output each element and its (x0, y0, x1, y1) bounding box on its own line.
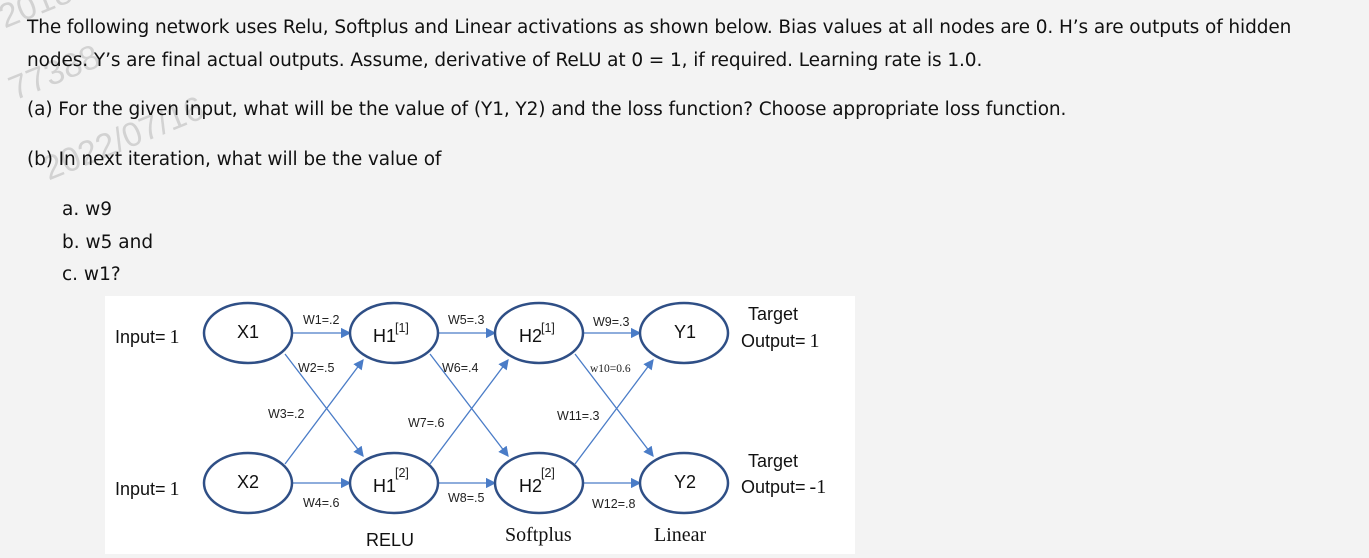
node-h2-2-sup: [2] (541, 466, 555, 480)
weight-w10: w10=0.6 (590, 363, 631, 375)
node-y2-label: Y2 (674, 472, 696, 492)
edge-w10 (574, 353, 654, 458)
target-2-line-1: Target (748, 451, 798, 471)
sub-item-w9: a. w9 (62, 199, 112, 220)
weight-w5: W5=.3 (448, 313, 485, 327)
node-x1-label: X1 (237, 322, 259, 342)
node-h1-1-label: H1 (373, 326, 396, 346)
weight-w6: W6=.4 (442, 361, 479, 375)
edge-w3 (284, 358, 364, 465)
question-intro-line-2: nodes. Y’s are final actual outputs. Ass… (27, 50, 983, 71)
weight-w7: W7=.6 (408, 416, 445, 430)
network-diagram: X1 X2 H1 [1] H1 [2] H2 [1] H2 [2] Y1 Y2 … (105, 296, 855, 554)
question-part-a: (a) For the given input, what will be th… (27, 99, 1067, 120)
node-h1-2 (348, 451, 440, 515)
edge-w2 (284, 353, 364, 458)
weight-w1: W1=.2 (303, 313, 340, 327)
node-x1 (202, 301, 294, 365)
edge-w11 (574, 358, 654, 465)
node-h2-2-label: H2 (519, 476, 542, 496)
edge-w6 (429, 353, 509, 458)
node-h2-2 (493, 451, 585, 515)
weight-w2: W2=.5 (298, 361, 335, 375)
weight-w8: W8=.5 (448, 491, 485, 505)
node-h1-1-sup: [1] (395, 321, 409, 335)
node-h1-2-sup: [2] (395, 466, 409, 480)
node-h1-1 (348, 301, 440, 365)
sub-item-w5: b. w5 and (62, 232, 154, 253)
target-1-line-2: Output=1 (741, 330, 820, 352)
weight-w4: W4=.6 (303, 496, 340, 510)
target-2-line-2: Output=-1 (741, 476, 826, 498)
node-y1-label: Y1 (674, 322, 696, 342)
question-intro-line-1: The following network uses Relu, Softplu… (27, 17, 1292, 38)
activation-linear: Linear (654, 524, 707, 546)
question-part-b: (b) In next iteration, what will be the … (27, 149, 442, 170)
weight-w11: W11=.3 (557, 409, 600, 423)
weight-w12: W12=.8 (592, 497, 635, 511)
input-2-label: Input=1 (115, 478, 180, 500)
weight-w3: W3=.2 (268, 407, 305, 421)
weight-w9: W9=.3 (593, 315, 630, 329)
node-y1 (638, 301, 730, 365)
node-h1-2-label: H1 (373, 476, 396, 496)
input-1-label: Input=1 (115, 326, 180, 348)
node-x2-label: X2 (237, 472, 259, 492)
node-h2-1-label: H2 (519, 326, 542, 346)
activation-softplus: Softplus (505, 524, 572, 546)
node-h2-1-sup: [1] (541, 321, 555, 335)
sub-item-w1: c. w1? (62, 264, 121, 285)
node-x2 (202, 451, 294, 515)
target-1-line-1: Target (748, 304, 798, 324)
activation-relu: RELU (366, 530, 414, 550)
edge-w7 (429, 358, 509, 465)
node-y2 (638, 451, 730, 515)
node-h2-1 (493, 301, 585, 365)
